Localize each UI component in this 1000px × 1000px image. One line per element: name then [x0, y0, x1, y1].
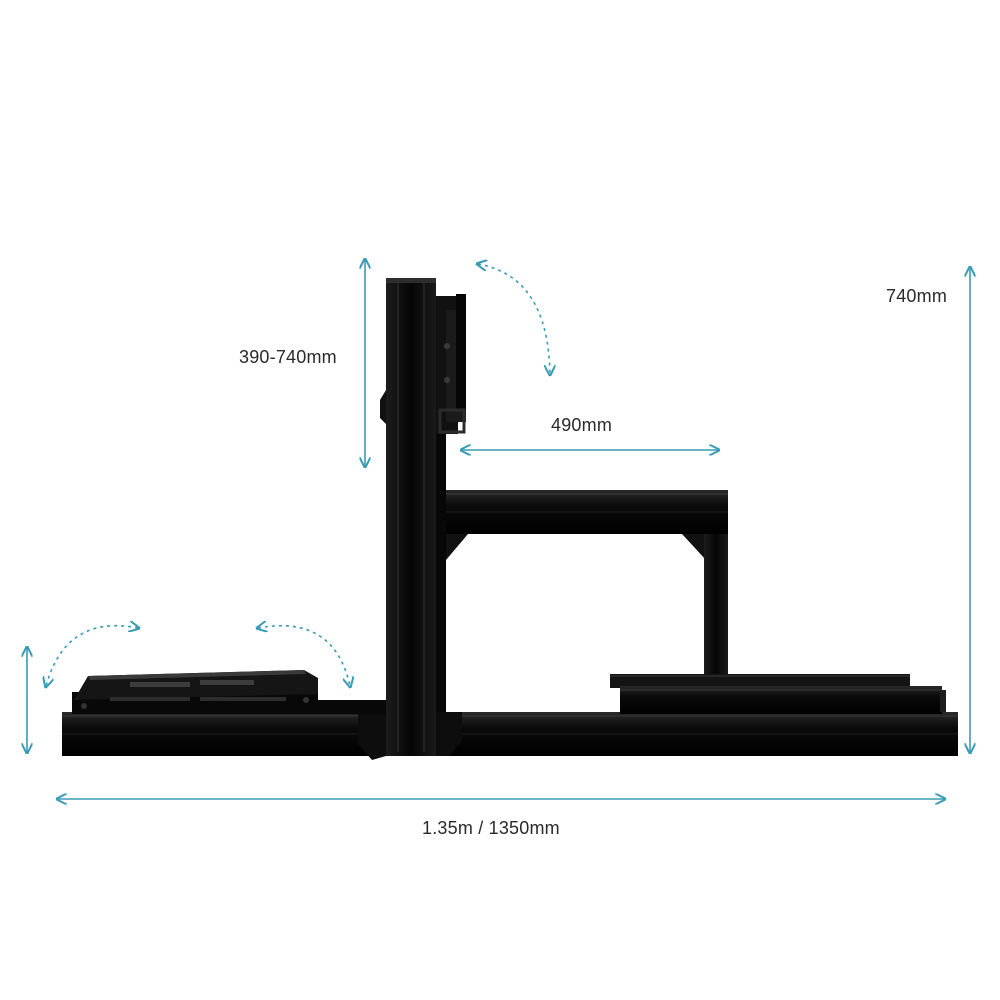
pedal-tilt-arc-right — [258, 626, 350, 686]
base-rail — [62, 712, 958, 756]
wheel-deck-arm — [446, 490, 728, 560]
wheel-deck-depth-label: 490mm — [551, 415, 613, 435]
inner-support-post — [436, 424, 446, 712]
base-corner-brace-left — [358, 712, 386, 760]
wheel-tilt-arc — [478, 264, 550, 374]
front-crossbar — [318, 700, 386, 714]
upright-post — [380, 278, 436, 756]
wheel-mount-plate — [436, 294, 466, 434]
height-adjust-label: 390-740mm — [239, 347, 337, 367]
deck-support-leg — [704, 534, 728, 674]
dimension-lines — [27, 260, 970, 799]
base-corner-brace-right — [436, 712, 462, 756]
rotation-arcs — [46, 264, 550, 686]
pedal-tilt-arc-left — [46, 626, 138, 686]
total-height-label: 740mm — [886, 286, 948, 306]
sim-rig-frame — [62, 278, 958, 760]
seat-slider-rail — [610, 674, 946, 714]
overall-length-label: 1.35m / 1350mm — [422, 818, 560, 838]
pedal-plate — [72, 670, 318, 714]
